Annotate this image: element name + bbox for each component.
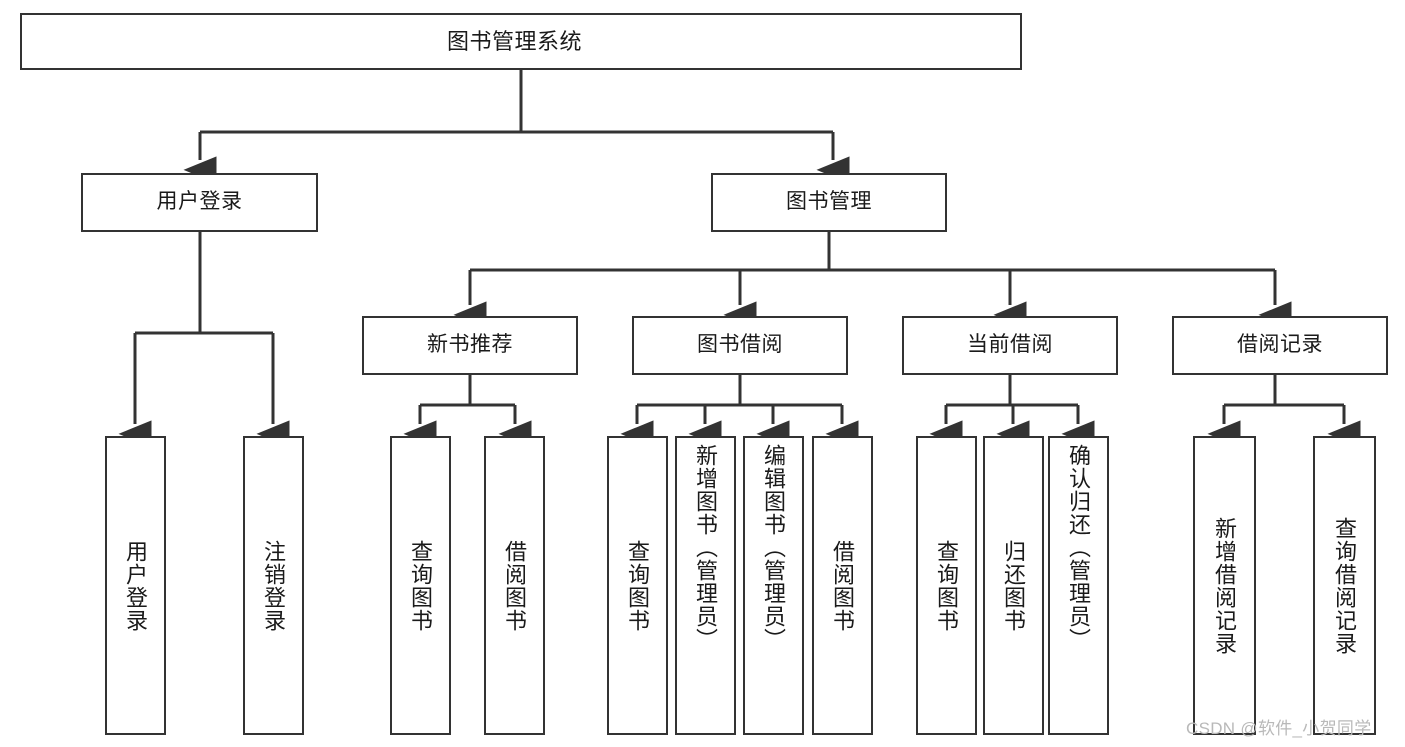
node-borrow-record[interactable]: 借阅记录 <box>1172 316 1388 375</box>
node-current-borrow[interactable]: 当前借阅 <box>902 316 1118 375</box>
node-user-login[interactable]: 用户登录 <box>81 173 318 232</box>
node-book-management-label: 图书管理 <box>786 190 872 214</box>
leaf-current-borrow-return-book-label: 归还图书 <box>1001 539 1027 632</box>
node-book-management[interactable]: 图书管理 <box>711 173 947 232</box>
leaf-new-book-borrow-book[interactable]: 借阅图书 <box>484 436 545 735</box>
leaf-new-book-query-book-label: 查询图书 <box>408 539 434 632</box>
node-book-borrow-label: 图书借阅 <box>697 333 783 357</box>
leaf-current-borrow-confirm-return-label: 确认归还（管理员） <box>1066 444 1092 651</box>
leaf-new-book-query-book[interactable]: 查询图书 <box>390 436 451 735</box>
leaf-borrow-record-add-record-label: 新增借阅记录 <box>1212 516 1238 655</box>
leaf-book-borrow-add-book[interactable]: 新增图书（管理员） <box>675 436 736 735</box>
leaf-user-login-signin[interactable]: 用户登录 <box>105 436 166 735</box>
node-new-book-recommend-label: 新书推荐 <box>427 333 513 357</box>
leaf-user-login-signin-label: 用户登录 <box>123 539 149 632</box>
leaf-book-borrow-edit-book-label: 编辑图书（管理员） <box>761 444 787 651</box>
node-root-book-management-system[interactable]: 图书管理系统 <box>20 13 1022 70</box>
leaf-current-borrow-query-book[interactable]: 查询图书 <box>916 436 977 735</box>
node-current-borrow-label: 当前借阅 <box>967 333 1053 357</box>
leaf-borrow-record-add-record[interactable]: 新增借阅记录 <box>1193 436 1256 735</box>
node-root-label: 图书管理系统 <box>447 28 583 54</box>
leaf-book-borrow-edit-book[interactable]: 编辑图书（管理员） <box>743 436 804 735</box>
leaf-new-book-borrow-book-label: 借阅图书 <box>502 539 528 632</box>
node-borrow-record-label: 借阅记录 <box>1237 333 1323 357</box>
node-new-book-recommend[interactable]: 新书推荐 <box>362 316 578 375</box>
leaf-user-login-signout[interactable]: 注销登录 <box>243 436 304 735</box>
watermark: CSDN @软件_小贺同学 <box>1186 719 1372 738</box>
leaf-book-borrow-borrow-book[interactable]: 借阅图书 <box>812 436 873 735</box>
leaf-current-borrow-query-book-label: 查询图书 <box>934 539 960 632</box>
node-user-login-label: 用户登录 <box>156 190 243 214</box>
node-book-borrow[interactable]: 图书借阅 <box>632 316 848 375</box>
leaf-borrow-record-query-record-label: 查询借阅记录 <box>1332 516 1358 655</box>
leaf-current-borrow-confirm-return[interactable]: 确认归还（管理员） <box>1048 436 1109 735</box>
leaf-book-borrow-query-book[interactable]: 查询图书 <box>607 436 668 735</box>
leaf-current-borrow-return-book[interactable]: 归还图书 <box>983 436 1044 735</box>
leaf-book-borrow-add-book-label: 新增图书（管理员） <box>693 444 719 651</box>
leaf-book-borrow-query-book-label: 查询图书 <box>625 539 651 632</box>
leaf-borrow-record-query-record[interactable]: 查询借阅记录 <box>1313 436 1376 735</box>
leaf-book-borrow-borrow-book-label: 借阅图书 <box>830 539 856 632</box>
leaf-user-login-signout-label: 注销登录 <box>261 539 287 632</box>
